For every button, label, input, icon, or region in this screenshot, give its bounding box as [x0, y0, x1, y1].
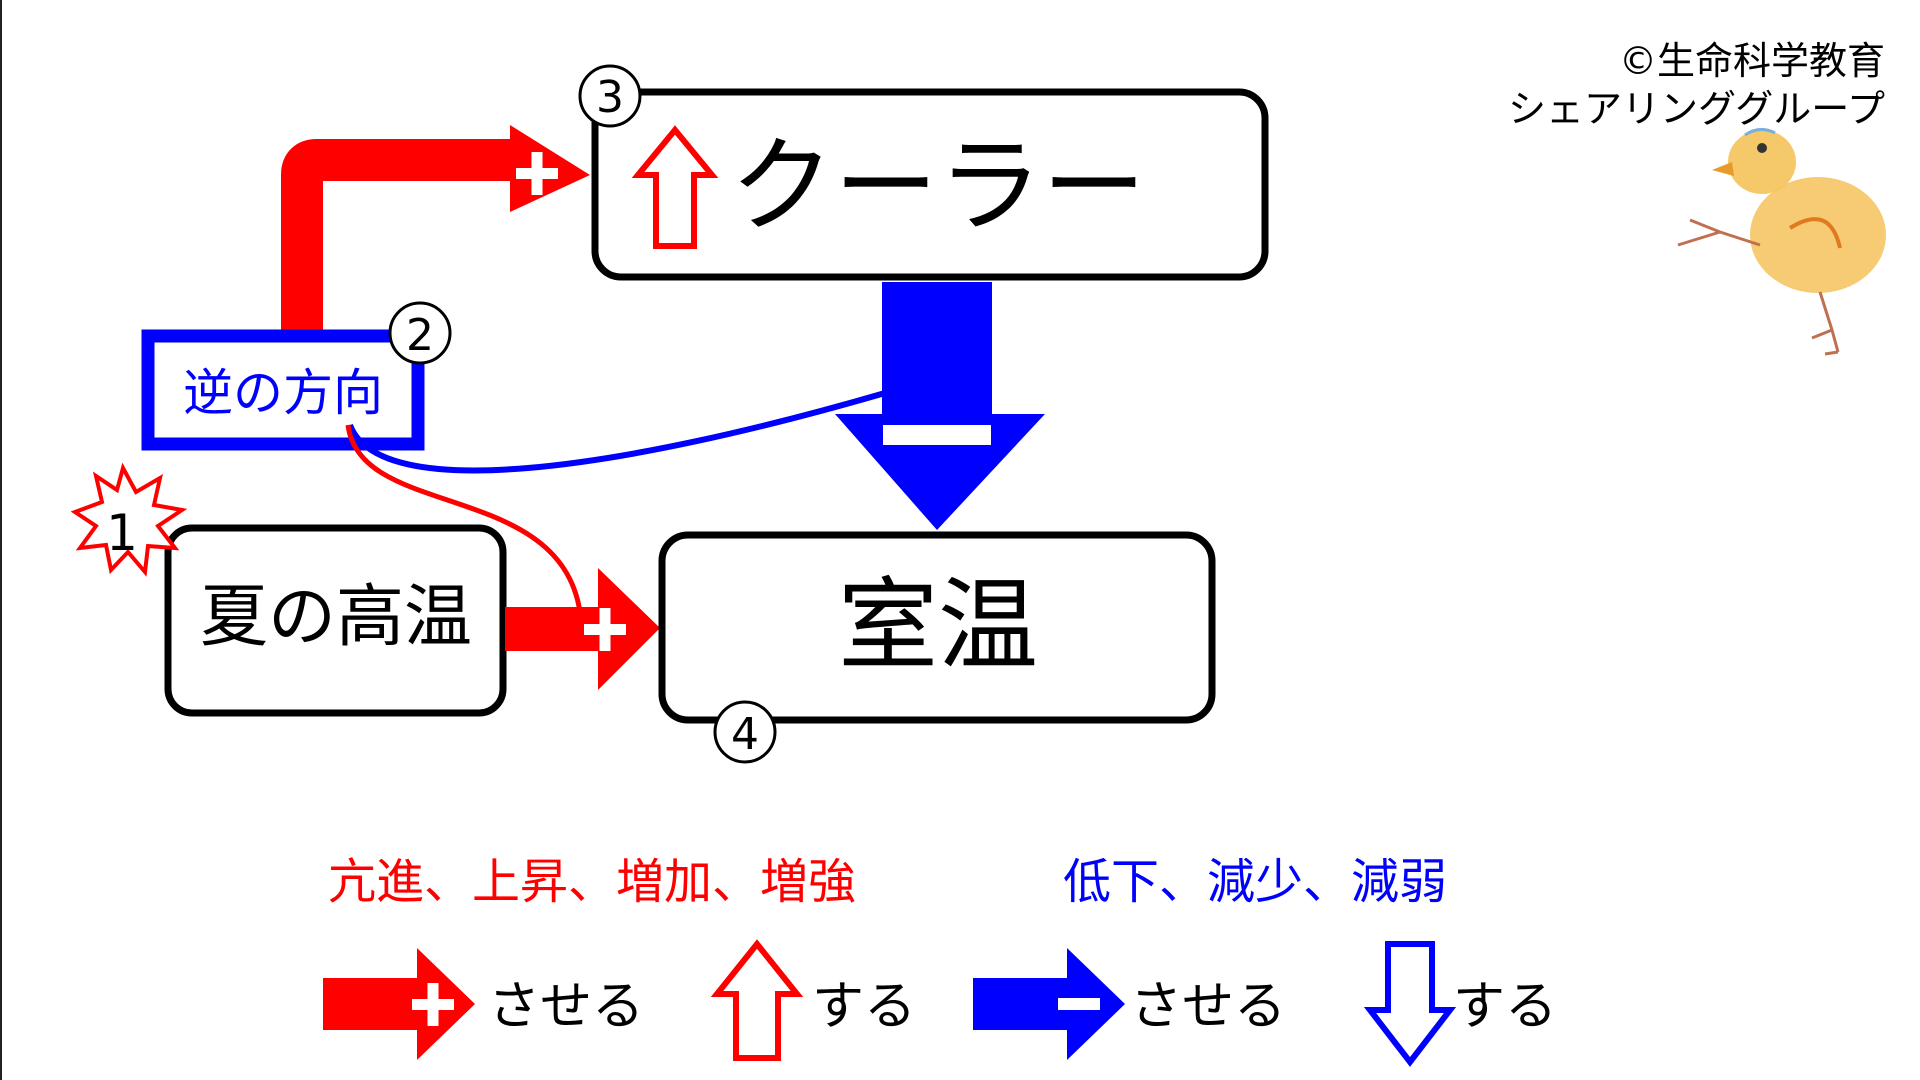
legend-make-decrease-text: させる [1130, 977, 1286, 1037]
number-badge-4 [713, 700, 777, 764]
cooler-box [591, 88, 1269, 281]
minus-sign-icon [1058, 998, 1100, 1010]
room-temp-label: 室温 [838, 567, 1038, 684]
summer-heat-box [164, 524, 507, 717]
legend-increase-terms: 亢進、上昇、増加、増強 [328, 854, 856, 910]
increase-arrow-to-room [505, 568, 660, 690]
down-arrow-icon [1363, 941, 1457, 1067]
number-badge-2-label: 2 [406, 310, 434, 361]
number-badge-2 [388, 301, 452, 365]
decrease-arrow-to-room [835, 282, 1045, 530]
reverse-link-red-curve [345, 424, 583, 613]
legend-increase-arrow [323, 948, 475, 1060]
plus-sign-icon [516, 152, 558, 195]
number-badge-1-label: 1 [106, 504, 138, 562]
number-badge-3 [578, 64, 642, 128]
reverse-direction-label: 逆の方向 [183, 364, 383, 422]
reverse-direction-box [141, 329, 425, 451]
up-arrow-icon [631, 125, 719, 249]
minus-sign-icon [883, 425, 991, 445]
reverse-link-blue-curve [347, 390, 886, 474]
chick-mascot-icon [1677, 128, 1886, 356]
starburst-icon [70, 462, 188, 577]
plus-sign-icon [412, 983, 454, 1026]
copyright-line-2: シェアリンググループ [1508, 87, 1885, 131]
legend-decrease-terms: 低下、減少、減弱 [1063, 854, 1447, 910]
cooler-label: クーラー [730, 125, 1146, 247]
legend-does-increase-text: する [812, 977, 916, 1037]
room-temp-box [658, 531, 1216, 724]
summer-heat-label: 夏の高温 [200, 578, 472, 657]
up-arrow-icon [710, 939, 804, 1061]
number-badge-3-label: 3 [596, 72, 624, 123]
legend-does-decrease-text: する [1453, 977, 1557, 1037]
copyright-line-1: ©生命科学教育 [1619, 39, 1885, 83]
plus-sign-icon [584, 608, 626, 651]
legend-decrease-arrow [973, 948, 1125, 1060]
increase-arrow-to-cooler [281, 125, 590, 332]
legend-make-increase-text: させる [488, 977, 644, 1037]
number-badge-4-label: 4 [731, 709, 759, 760]
